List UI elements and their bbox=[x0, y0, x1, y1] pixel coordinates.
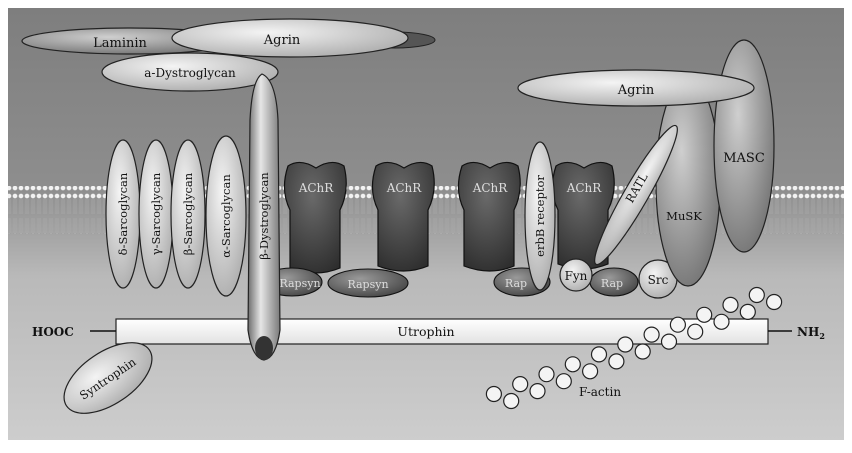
agrin-right: Agrin bbox=[518, 70, 754, 106]
agrin-left-label: Agrin bbox=[263, 33, 301, 48]
fyn-label: Fyn bbox=[565, 269, 588, 283]
beta-dystroglycan: β-Dystroglycan bbox=[248, 74, 280, 360]
f-actin-bead bbox=[556, 374, 571, 389]
fyn: Fyn bbox=[560, 259, 592, 291]
f-actin-bead bbox=[635, 344, 650, 359]
rapsyn-2-label: Rapsyn bbox=[347, 278, 388, 291]
alpha-dystroglycan: a-Dystroglycan bbox=[102, 53, 278, 91]
f-actin-label: F-actin bbox=[579, 385, 621, 399]
beta-dystroglycan-tip bbox=[255, 336, 273, 360]
f-actin-bead bbox=[583, 364, 598, 379]
alpha-sarcoglycan-label: α-Sarcoglycan bbox=[219, 174, 233, 258]
rapsyn-4: Rap bbox=[590, 268, 638, 296]
agrin-right-label: Agrin bbox=[617, 83, 655, 98]
musk-label: MuSK bbox=[666, 209, 702, 223]
f-actin-bead bbox=[486, 387, 501, 402]
gamma-sarcoglycan: γ-Sarcoglycan bbox=[139, 140, 173, 288]
laminin-label: Laminin bbox=[93, 36, 147, 51]
musk: MuSK bbox=[656, 78, 720, 286]
src-label: Src bbox=[648, 273, 669, 287]
f-actin-bead bbox=[513, 377, 528, 392]
utrophin-label: Utrophin bbox=[397, 324, 454, 339]
alpha-dystroglycan-label: a-Dystroglycan bbox=[144, 66, 236, 80]
rapsyn-4-label: Rap bbox=[601, 277, 623, 290]
f-actin-bead bbox=[565, 357, 580, 372]
f-actin-bead bbox=[530, 384, 545, 399]
f-actin-bead bbox=[697, 307, 712, 322]
f-actin-bead bbox=[688, 324, 703, 339]
delta-sarcoglycan: δ-Sarcoglycan bbox=[106, 140, 140, 288]
f-actin-bead bbox=[714, 314, 729, 329]
achr-1: AChR bbox=[284, 162, 346, 273]
rapsyn-1-label: Rapsyn bbox=[279, 277, 320, 290]
erbb-receptor: erbB receptor bbox=[525, 142, 555, 290]
masc: MASC bbox=[714, 40, 774, 252]
achr-4-label: AChR bbox=[566, 181, 603, 195]
beta-sarcoglycan-label: β-Sarcoglycan bbox=[181, 172, 195, 255]
f-actin-bead bbox=[644, 327, 659, 342]
erbb-receptor-label: erbB receptor bbox=[533, 175, 547, 257]
achr-3-label: AChR bbox=[472, 181, 509, 195]
rapsyn-3-label: Rap bbox=[505, 277, 527, 290]
rapsyn-2: Rapsyn bbox=[328, 269, 408, 297]
masc-label: MASC bbox=[723, 151, 765, 166]
f-actin-bead bbox=[740, 304, 755, 319]
beta-sarcoglycan: β-Sarcoglycan bbox=[171, 140, 205, 288]
gamma-sarcoglycan-label: γ-Sarcoglycan bbox=[149, 172, 163, 255]
beta-dystroglycan-label: β-Dystroglycan bbox=[257, 172, 271, 260]
f-actin-bead bbox=[670, 317, 685, 332]
f-actin-bead bbox=[592, 347, 607, 362]
achr-2-label: AChR bbox=[386, 181, 423, 195]
f-actin-bead bbox=[609, 354, 624, 369]
delta-sarcoglycan-label: δ-Sarcoglycan bbox=[116, 172, 130, 255]
f-actin-bead bbox=[662, 334, 677, 349]
f-actin-bead bbox=[767, 295, 782, 310]
f-actin-bead bbox=[749, 288, 764, 303]
agrin-left: Agrin bbox=[172, 19, 408, 57]
achr-1-label: AChR bbox=[298, 181, 335, 195]
achr-3: AChR bbox=[458, 162, 520, 271]
alpha-sarcoglycan: α-Sarcoglycan bbox=[206, 136, 246, 296]
hooc-label: HOOC bbox=[32, 325, 74, 339]
f-actin-bead bbox=[618, 337, 633, 352]
f-actin-bead bbox=[723, 297, 738, 312]
achr-2: AChR bbox=[372, 162, 434, 271]
f-actin-bead bbox=[539, 367, 554, 382]
f-actin-bead bbox=[504, 394, 519, 409]
